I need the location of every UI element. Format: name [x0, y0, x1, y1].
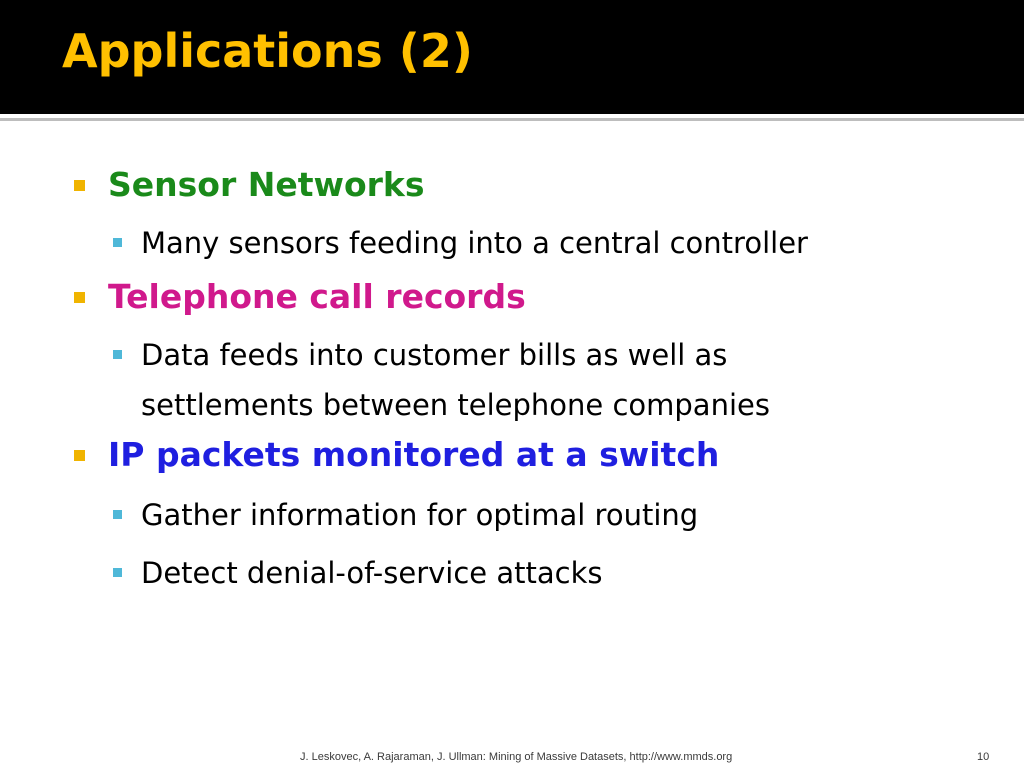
slide-title: Applications (2) [62, 24, 473, 78]
sub-bullet-detect-dos: Detect denial-of-service attacks [141, 556, 603, 590]
square-bullet-icon [74, 180, 85, 191]
square-sub-bullet-icon [113, 568, 122, 577]
sub-bullet-many-sensors: Many sensors feeding into a central cont… [141, 226, 808, 260]
square-sub-bullet-icon [113, 238, 122, 247]
title-bar [0, 0, 1024, 114]
square-bullet-icon [74, 292, 85, 303]
square-bullet-icon [74, 450, 85, 461]
sub-bullet-data-feeds-line2: settlements between telephone companies [141, 388, 770, 422]
page-number: 10 [977, 751, 990, 763]
square-sub-bullet-icon [113, 510, 122, 519]
sub-bullet-data-feeds-line1: Data feeds into customer bills as well a… [141, 338, 728, 372]
sub-bullet-gather-information: Gather information for optimal routing [141, 498, 699, 532]
bullet-sensor-networks: Sensor Networks [108, 165, 425, 204]
title-divider [0, 118, 1024, 121]
bullet-telephone-call-records: Telephone call records [108, 277, 526, 316]
square-sub-bullet-icon [113, 350, 122, 359]
bullet-ip-packets: IP packets monitored at a switch [108, 435, 720, 474]
footer-citation: J. Leskovec, A. Rajaraman, J. Ullman: Mi… [300, 751, 733, 763]
